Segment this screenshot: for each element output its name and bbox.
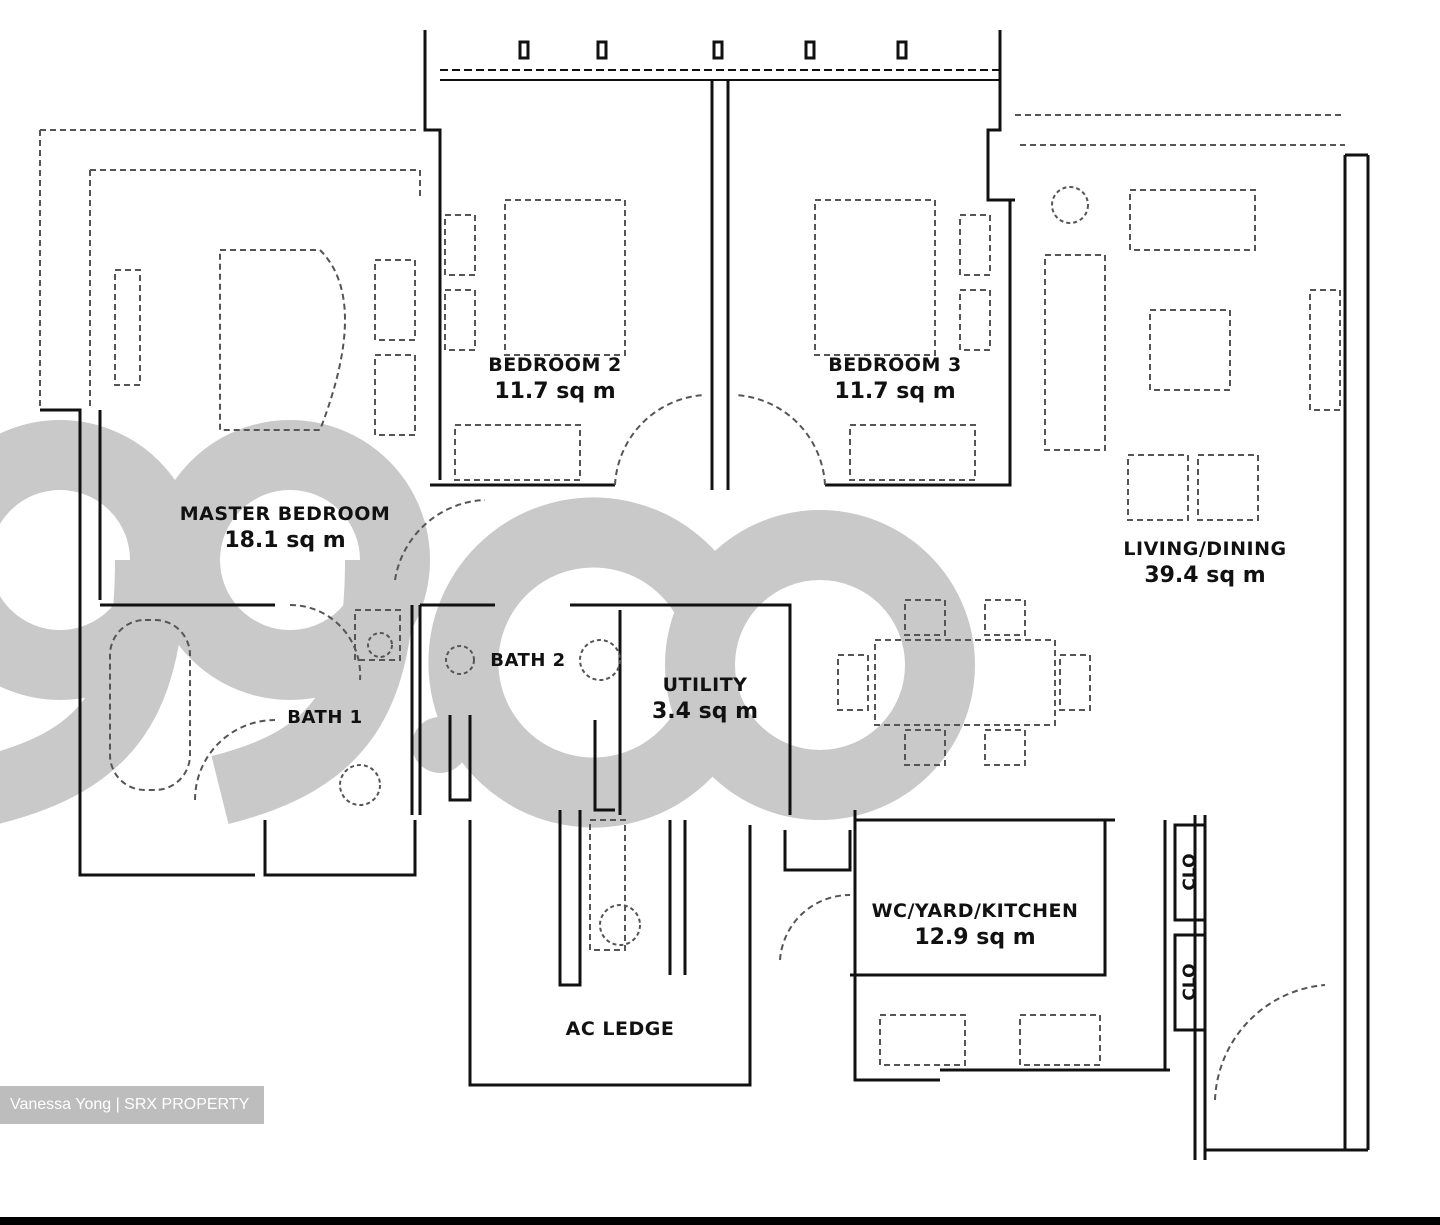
room-name: AC LEDGE	[565, 1018, 675, 1040]
photo-credit-badge: Vanessa Yong | SRX PROPERTY	[0, 1086, 264, 1124]
room-name: LIVING/DINING	[1123, 538, 1287, 560]
closet-label: CLO	[1180, 963, 1200, 1001]
room-label-living-dining: LIVING/DINING 39.4 sq m	[1090, 538, 1320, 589]
room-label-utility: UTILITY 3.4 sq m	[630, 674, 780, 725]
bottom-border-bar	[0, 1217, 1440, 1225]
closet-label: CLO	[1180, 853, 1200, 891]
room-label-ac-ledge: AC LEDGE	[540, 1018, 700, 1042]
room-name: UTILITY	[662, 674, 748, 696]
watermark-99co	[0, 420, 975, 828]
room-area: 18.1 sq m	[224, 527, 346, 553]
room-area: 11.7 sq m	[494, 378, 616, 404]
room-label-wc-yard-kitchen: WC/YARD/KITCHEN 12.9 sq m	[855, 900, 1095, 951]
room-name: MASTER BEDROOM	[179, 503, 391, 525]
room-area: 12.9 sq m	[914, 924, 1036, 950]
room-name: BATH 1	[287, 707, 363, 728]
room-area: 3.4 sq m	[651, 698, 759, 724]
room-label-bath-1: BATH 1	[270, 707, 380, 730]
room-label-master-bedroom: MASTER BEDROOM 18.1 sq m	[165, 503, 405, 554]
room-name: BEDROOM 2	[488, 354, 622, 376]
room-label-bedroom-2: BEDROOM 2 11.7 sq m	[460, 354, 650, 405]
room-label-bedroom-3: BEDROOM 3 11.7 sq m	[800, 354, 990, 405]
room-name: BATH 2	[490, 650, 566, 671]
room-label-bath-2: BATH 2	[478, 650, 578, 673]
room-name: BEDROOM 3	[828, 354, 962, 376]
room-area: 39.4 sq m	[1144, 562, 1266, 588]
room-name: WC/YARD/KITCHEN	[871, 900, 1079, 922]
watermark-dot	[412, 717, 468, 773]
room-area: 11.7 sq m	[834, 378, 956, 404]
